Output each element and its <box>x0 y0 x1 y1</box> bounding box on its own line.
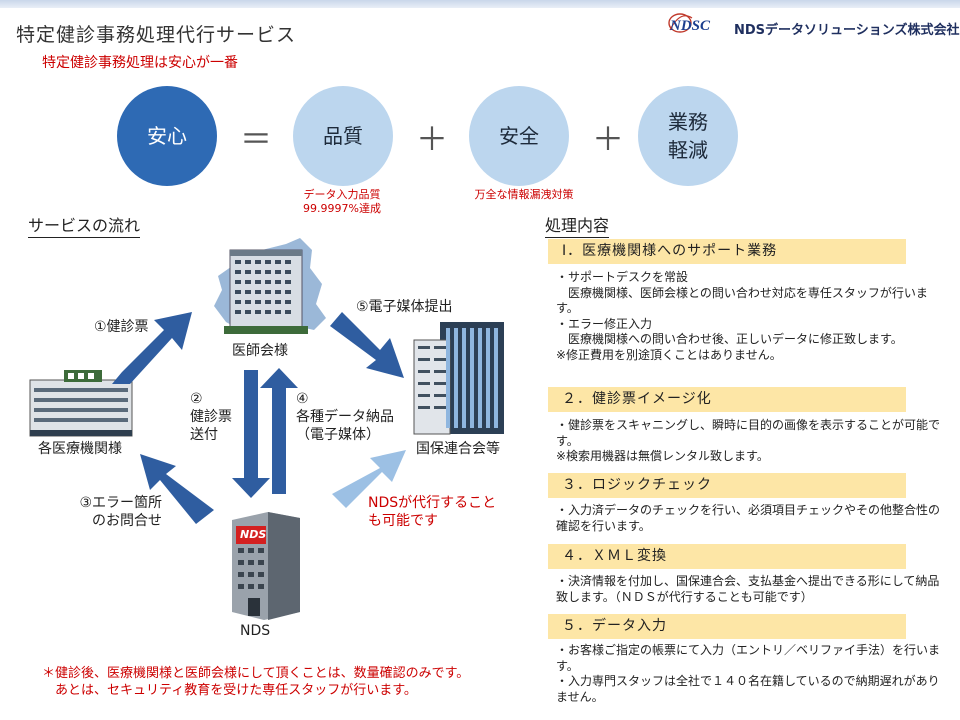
anshin-label: 安心 <box>147 124 187 148</box>
process-item-1-body: ・サポートデスクを常設 医療機関様、医師会様との問い合わせ対応を専任スタッフが行… <box>556 270 928 362</box>
reduction-label-line1: 業務 <box>668 110 708 134</box>
step3-label: ③エラー箇所 のお問合せ <box>62 494 162 530</box>
plus-sign-2: ＋ <box>592 120 625 158</box>
safety-label: 安全 <box>499 124 539 148</box>
flow-heading: サービスの流れ <box>28 212 141 238</box>
safety-circle: 安全 <box>469 86 569 186</box>
step2-line2: 健診票 <box>190 409 232 425</box>
logo-text: NDSC <box>670 18 711 34</box>
step2-line1: ② <box>190 391 203 407</box>
medical-institution-building-icon <box>29 370 133 437</box>
nds-proxy-note: NDSが代行すること も可能です <box>368 494 496 530</box>
nds-proxy-line2: も可能です <box>368 513 438 529</box>
anshin-circle: 安心 <box>117 86 217 186</box>
footnote: ＊健診後、医療機関様と医師会様にして頂くことは、数量確認のみです。 あとは、セキ… <box>42 666 470 698</box>
quality-circle: 品質 <box>293 86 393 186</box>
nds-label: NDS <box>240 623 271 639</box>
process-item-1-title: Ⅰ．医療機関様へのサポート業務 <box>548 239 906 264</box>
step5-label: ⑤電子媒体提出 <box>356 299 453 315</box>
process-item-4-body: ・決済情報を付加し、国保連合会、支払基金へ提出できる形にして納品致します。（ＮＤ… <box>556 574 940 604</box>
subtitle: 特定健診事務処理は安心が一番 <box>42 55 238 71</box>
kokuho-label: 国保連合会等 <box>416 441 500 457</box>
arrow-step1 <box>112 312 192 384</box>
step4-label: ④ 各種データ納品 （電子媒体） <box>296 390 394 444</box>
process-item-3-title: ３．ロジックチェック <box>548 473 906 498</box>
doctor-association-building-icon <box>214 238 326 334</box>
step3-line1: ③エラー箇所 <box>79 495 162 511</box>
company-name: NDSデータソリューションズ株式会社 <box>734 23 960 38</box>
process-item-2-body: ・健診票をスキャニングし、瞬時に目的の画像を表示することが可能です。 ※検索用機… <box>556 418 941 463</box>
arrow-step4-up <box>260 368 298 494</box>
plus-sign-1: ＋ <box>416 120 449 158</box>
flow-diagram <box>29 238 504 620</box>
step4-line2: 各種データ納品 <box>296 409 394 425</box>
step3-line2: のお問合せ <box>92 513 162 529</box>
nds-building-sign: NDS <box>240 528 267 541</box>
page-title: 特定健診事務処理代行サービス <box>16 24 297 46</box>
step1-label: ①健診票 <box>94 319 149 335</box>
process-item-3-body: ・入力済データのチェックを行い、必須項目チェックやその他整合性の確認を行います。 <box>556 503 941 533</box>
quality-label: 品質 <box>323 124 363 148</box>
step4-line1: ④ <box>296 391 309 407</box>
arrow-step5 <box>330 312 404 378</box>
safety-note: 万全な情報漏洩対策 <box>474 188 574 201</box>
reduction-circle: 業務 軽減 <box>638 86 738 186</box>
quality-note: データ入力品質 99.9997%達成 <box>282 188 402 216</box>
process-item-2-title: ２．健診票イメージ化 <box>548 387 906 412</box>
equals-sign: ＝ <box>240 120 273 158</box>
process-item-5-title: ５．データ入力 <box>548 614 906 639</box>
kokuho-building-icon <box>413 322 504 435</box>
process-item-4-title: ４．ＸＭＬ変換 <box>548 544 906 569</box>
step4-line3: （電子媒体） <box>296 427 380 443</box>
arrow-step3 <box>140 454 214 524</box>
company-logo-icon <box>668 13 693 33</box>
doctor-association-label: 医師会様 <box>232 343 288 359</box>
quality-note-line1: データ入力品質 <box>303 188 381 201</box>
nds-building-icon <box>232 512 300 620</box>
arrow-nds-proxy <box>332 450 406 508</box>
process-heading: 処理内容 <box>545 212 610 238</box>
reduction-label-line2: 軽減 <box>668 138 708 162</box>
quality-note-line2: 99.9997%達成 <box>303 202 381 215</box>
nds-proxy-line1: NDSが代行すること <box>368 495 497 511</box>
process-item-5-body: ・お客様ご指定の帳票にて入力（エントリ／ベリファイ手法）を行います。 ・入力専門… <box>556 643 941 704</box>
arrow-step2-down <box>232 370 270 498</box>
top-accent-bar <box>0 0 960 8</box>
step2-line3: 送付 <box>190 427 218 443</box>
step2-label: ② 健診票 送付 <box>190 390 232 444</box>
medical-institutions-label: 各医療機関様 <box>38 441 122 457</box>
